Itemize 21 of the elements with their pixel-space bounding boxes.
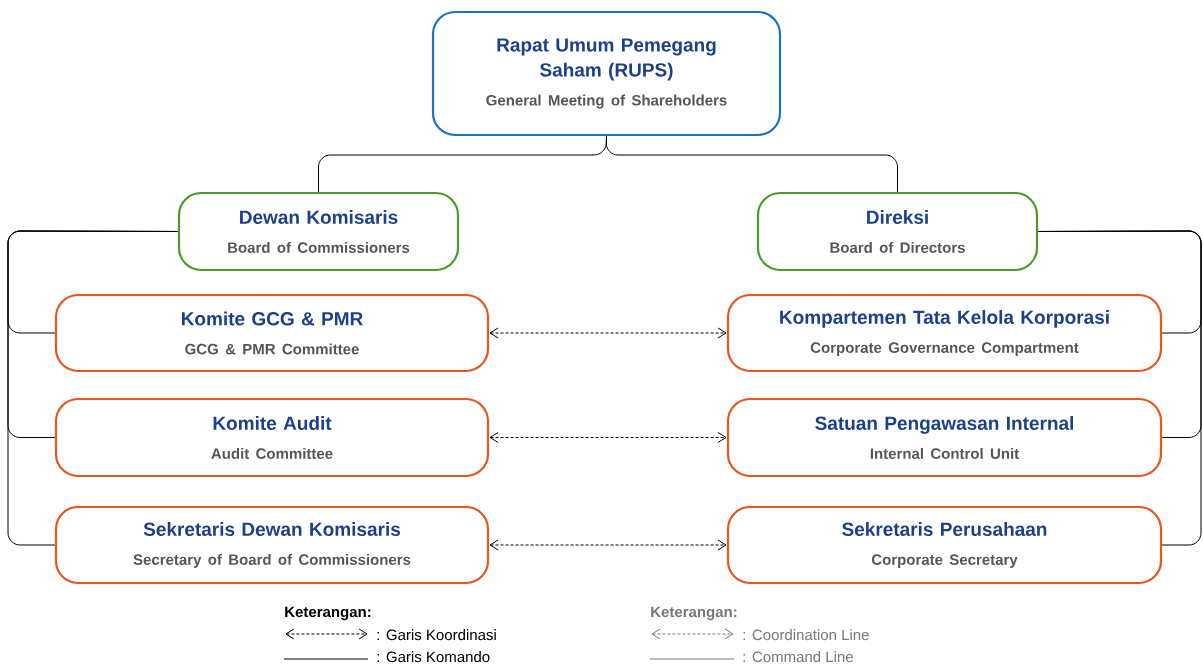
org-box: Rapat Umum Pemegang Saham (RUPS) General Meeting of Shareholders <box>431 10 782 137</box>
coordination-arrow <box>489 327 727 339</box>
org-box: Satuan Pengawasan Internal Internal Control Unit <box>726 397 1163 478</box>
org-box: Direksi Board of Directors <box>756 191 1039 272</box>
legend-text: : Command Line <box>743 651 853 663</box>
command-line <box>1037 230 1202 546</box>
org-box: Komite GCG & PMR GCG & PMR Committee <box>54 293 490 373</box>
legend-text: : Garis Komando <box>377 651 490 663</box>
org-box: Kompartemen Tata Kelola Korporasi Corporate Governance Compartment <box>726 293 1163 373</box>
org-box: Sekretaris Dewan Komisaris Secretary of Board of Commissioners <box>54 505 490 585</box>
legend-heading: Keterangan: <box>651 606 737 621</box>
legend-heading: Keterangan: <box>285 606 371 621</box>
org-box: Komite Audit Audit Committee <box>54 397 490 478</box>
org-box: Sekretaris Perusahaan Corporate Secretary <box>726 505 1163 585</box>
coordination-arrow <box>489 539 727 551</box>
org-box: Dewan Komisaris Board of Commissioners <box>177 191 460 272</box>
legend-text: : Coordination Line <box>743 629 869 641</box>
command-line <box>7 230 179 546</box>
legend-text: : Garis Koordinasi <box>377 629 496 641</box>
coordination-arrow <box>489 432 727 443</box>
command-line <box>605 135 898 193</box>
